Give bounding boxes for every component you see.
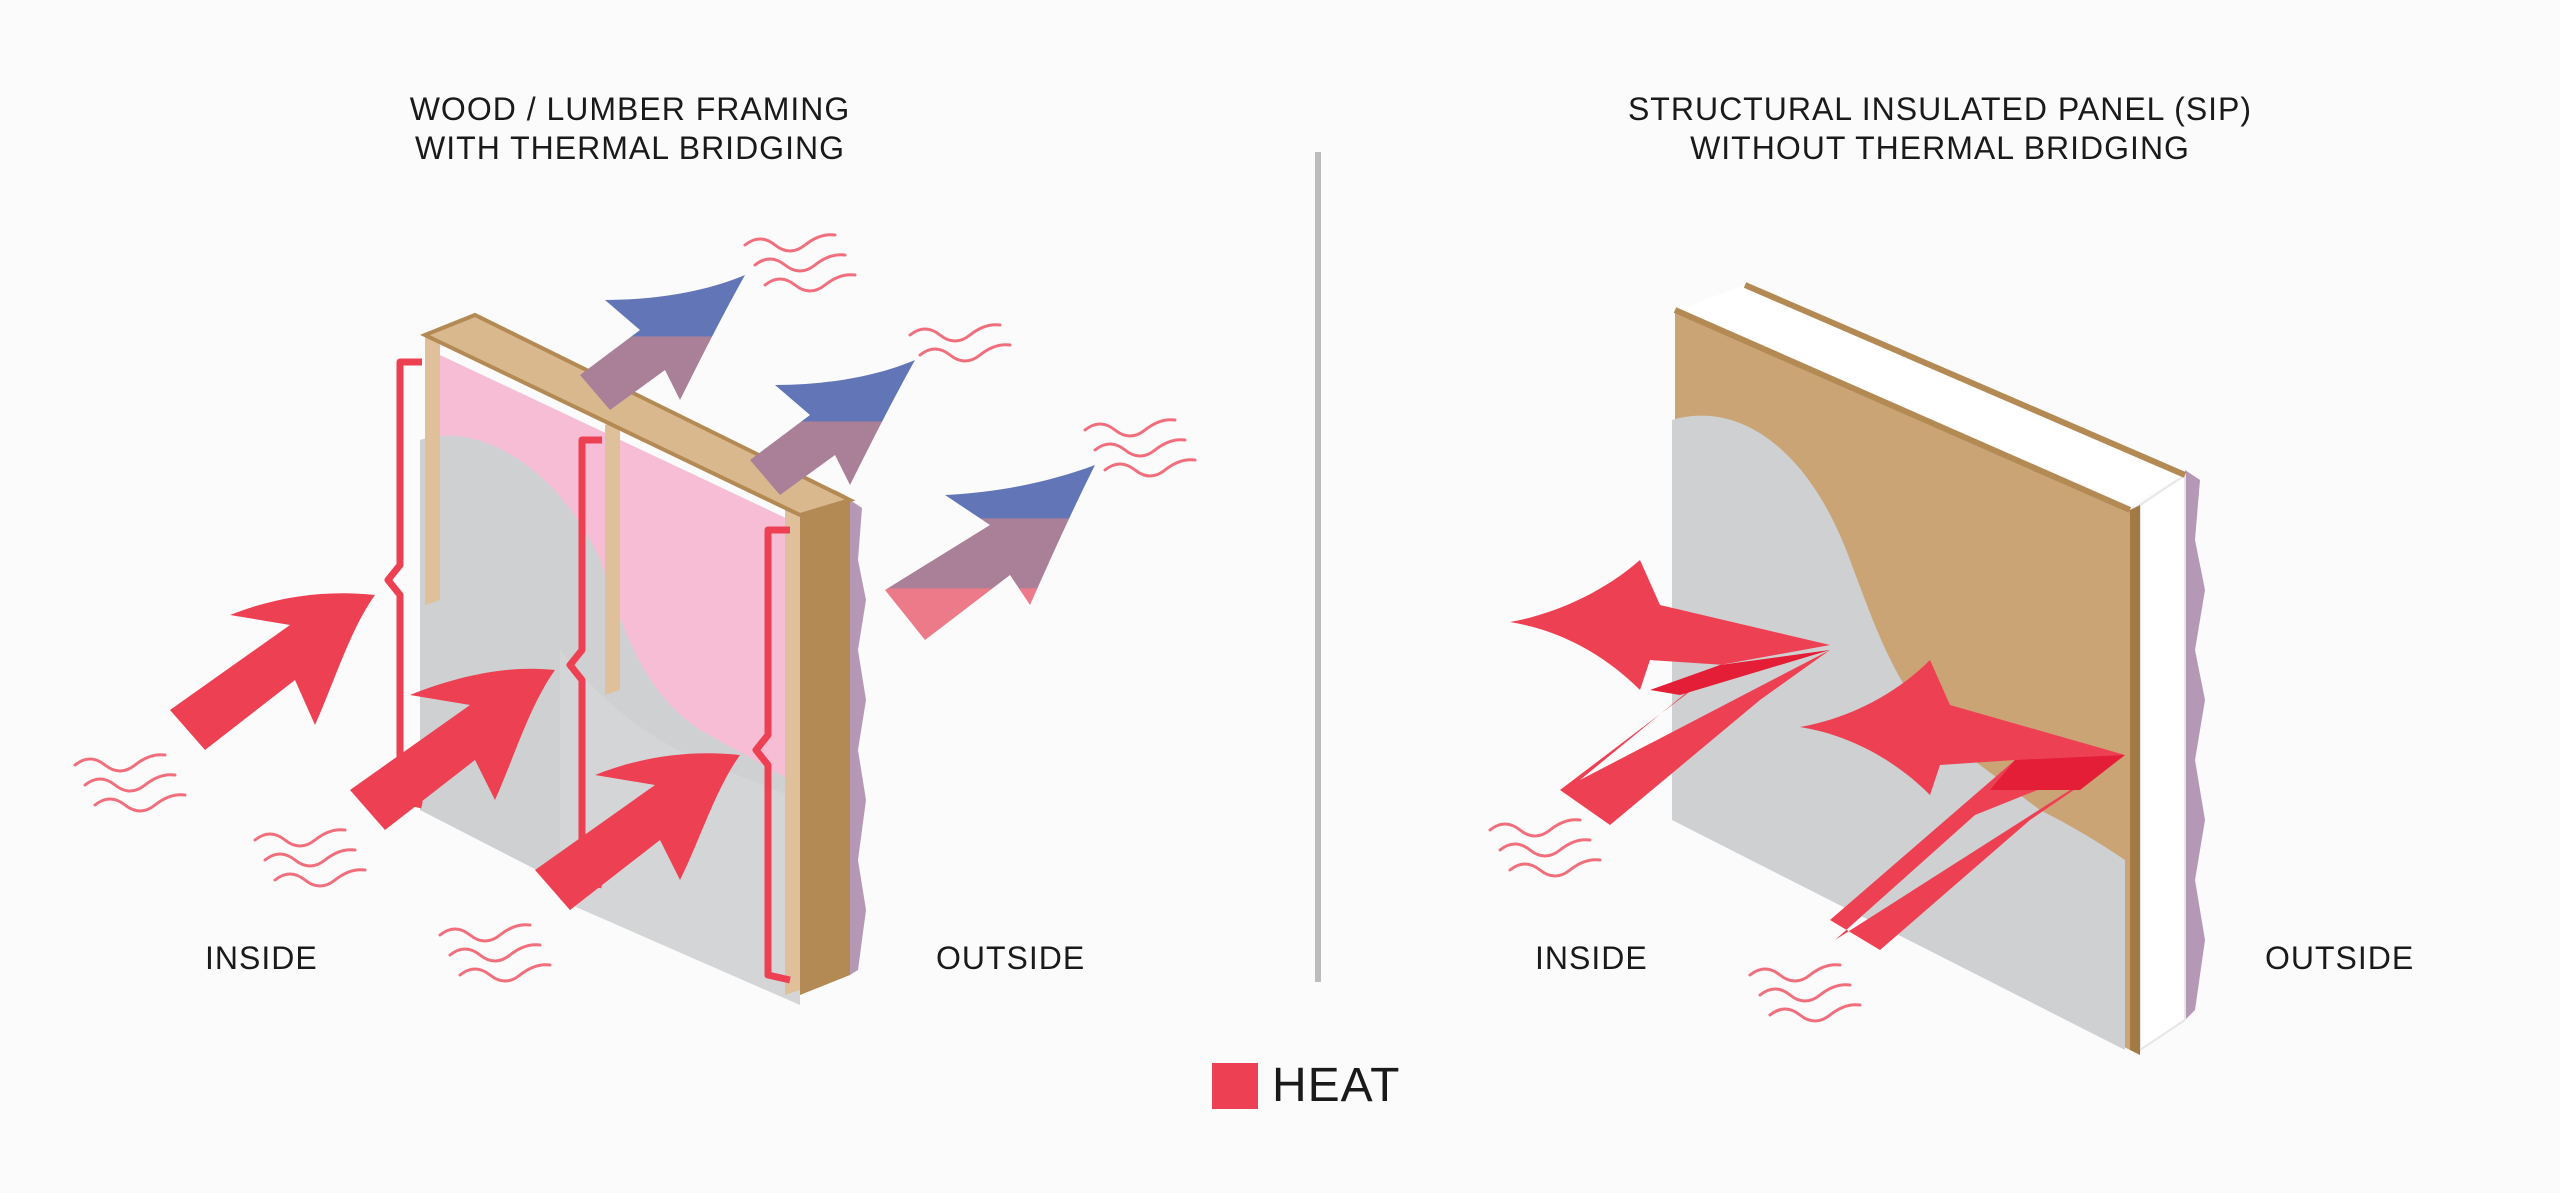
right-inside-label: INSIDE bbox=[1535, 940, 1648, 976]
exiting-arrow-icon bbox=[750, 360, 915, 495]
exiting-arrow-icon bbox=[885, 465, 1095, 640]
right-panel-title: STRUCTURAL INSULATED PANEL (SIP) WITHOUT… bbox=[1540, 90, 2340, 168]
stud-3 bbox=[785, 490, 845, 995]
heat-arrow-icon bbox=[1800, 660, 2125, 950]
right-outside-label: OUTSIDE bbox=[2265, 940, 2415, 976]
heat-arrow-icon bbox=[350, 668, 555, 830]
top-plate bbox=[420, 312, 856, 518]
left-title-line2: WITH THERMAL BRIDGING bbox=[415, 130, 845, 166]
right-title-line1: STRUCTURAL INSULATED PANEL (SIP) bbox=[1627, 91, 2253, 127]
heat-arrow-icon bbox=[1990, 755, 2125, 790]
left-inside-label: INSIDE bbox=[205, 940, 318, 976]
heat-arrows-left bbox=[170, 593, 740, 910]
heat-arrow-icon bbox=[535, 753, 740, 910]
heat-wave-icons-left bbox=[73, 233, 1197, 983]
legend-label: HEAT bbox=[1272, 1059, 1401, 1112]
heat-arrow-icon bbox=[170, 593, 375, 750]
exiting-arrow-icon bbox=[580, 275, 745, 410]
heat-arrow-icon bbox=[1510, 560, 1830, 825]
wood-framing-wall bbox=[384, 312, 866, 1005]
siding-edge-icon bbox=[850, 500, 866, 975]
stud-1 bbox=[425, 315, 480, 605]
heat-wave-icons-right bbox=[1488, 818, 1862, 1023]
left-title-line1: WOOD / LUMBER FRAMING bbox=[409, 91, 851, 127]
left-outside-label: OUTSIDE bbox=[936, 940, 1086, 976]
osb-edge bbox=[2130, 505, 2140, 1055]
heat-arrows-right bbox=[1510, 560, 2125, 950]
panel-divider bbox=[1315, 152, 1321, 982]
left-panel-title: WOOD / LUMBER FRAMING WITH THERMAL BRIDG… bbox=[330, 90, 930, 168]
foam-core-top bbox=[1678, 285, 2185, 505]
heat-arrow-icon bbox=[1650, 650, 1830, 695]
exterior-sheathing bbox=[800, 500, 850, 995]
right-title-line2: WITHOUT THERMAL BRIDGING bbox=[1690, 130, 2190, 166]
legend: HEAT bbox=[1212, 1060, 1400, 1112]
siding-edge-icon bbox=[2185, 470, 2205, 1020]
exiting-heat-arrows bbox=[580, 275, 1095, 640]
heat-swatch-icon bbox=[1212, 1063, 1258, 1109]
foam-core bbox=[2139, 473, 2186, 1052]
stud-2 bbox=[605, 405, 660, 695]
